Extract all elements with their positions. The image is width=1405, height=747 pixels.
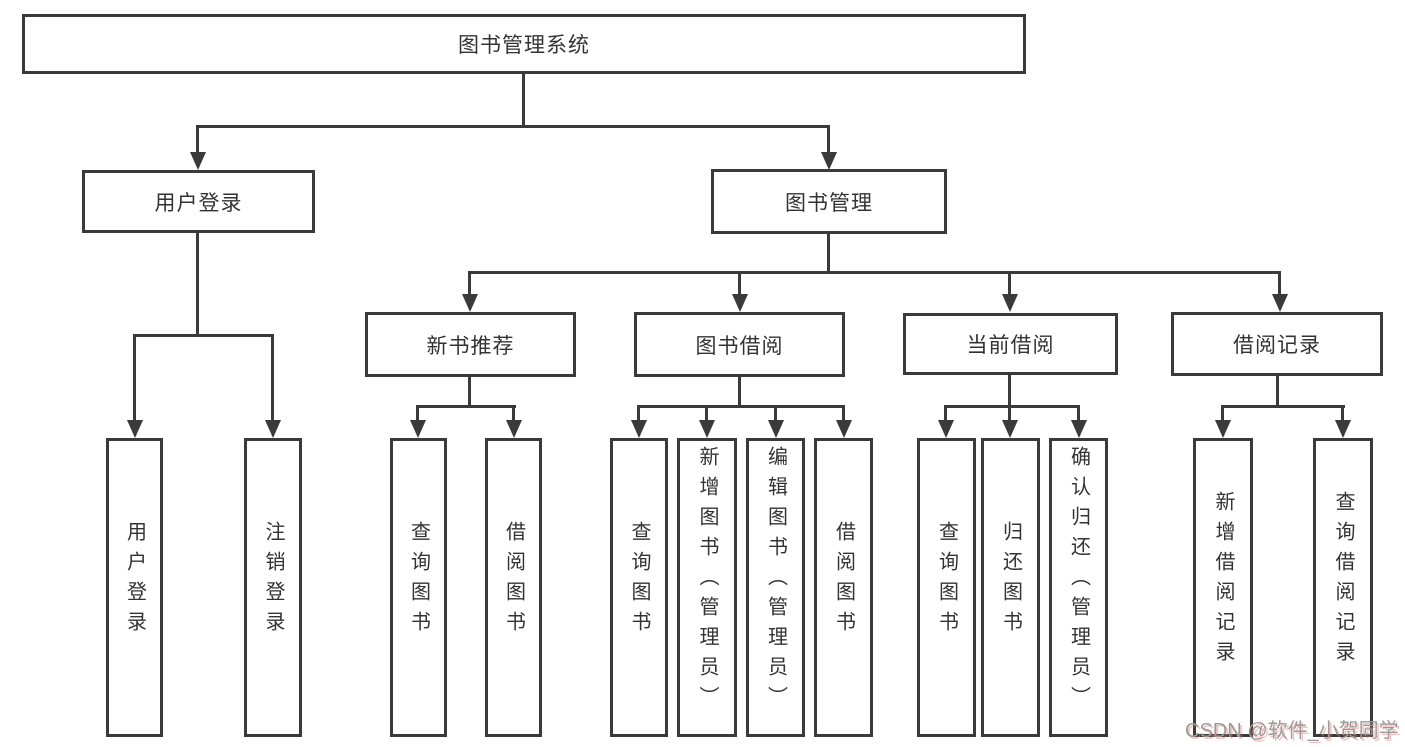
connector-user-login-stem [196,233,199,337]
arrow-down-borrow-record [1272,294,1288,312]
leaf-query-book-1: 查询图书 [390,438,447,737]
connector-user-login-rail [133,334,274,337]
connector-stem-borrow-book-1 [512,405,515,422]
connector-root-stem [522,74,525,127]
connector-new-book-stem [468,377,471,408]
connector-stem-user-login [196,125,199,155]
leaf-logout: 注销登录 [244,438,302,737]
node-user-login-label: 用户登录 [154,191,243,215]
leaf-add-borrow-record: 新增借阅记录 [1193,438,1253,737]
connector-stem-new-book [468,271,471,296]
leaf-return-book: 归还图书 [981,438,1040,737]
leaf-query-book-3: 查询图书 [917,438,976,737]
node-book-borrowing: 图书借阅 [634,312,845,377]
leaf-borrow-book-1-label: 借阅图书 [502,520,525,641]
arrow-down-query-book-2 [631,420,647,438]
arrow-down-confirm-return [1071,420,1087,438]
connector-borrow-record-rail [1221,405,1345,408]
arrow-down-query-borrow-record [1335,420,1351,438]
connector-stem-add-book [705,405,708,422]
leaf-query-book-1-label: 查询图书 [407,520,430,641]
node-user-login: 用户登录 [82,170,315,233]
arrow-down-query-book-3 [938,420,954,438]
connector-current-borrow-stem [1008,375,1011,408]
arrow-down-book-management [821,152,837,170]
node-borrowing-records-label: 借阅记录 [1233,334,1321,357]
connector-stem-query-borrow-record [1341,405,1344,422]
connector-stem-leaf-logout [271,334,274,422]
connector-stem-edit-book [774,405,777,422]
node-book-management-label: 图书管理 [785,191,873,215]
connector-book-management-stem [827,234,830,274]
arrow-down-return-book [1002,420,1018,438]
node-library-system: 图书管理系统 [22,14,1026,74]
connector-stem-query-book-3 [944,405,947,422]
leaf-confirm-return-admin-label: 确认归还（管理员） [1067,445,1090,716]
connector-book-borrow-stem [738,377,741,408]
leaf-confirm-return-admin: 确认归还（管理员） [1049,438,1108,737]
leaf-edit-book-admin-label: 编辑图书（管理员） [764,445,787,716]
connector-stem-query-book-2 [637,405,640,422]
arrow-down-leaf-logout [265,420,281,438]
arrow-down-query-book-1 [410,420,426,438]
node-current-borrowing-label: 当前借阅 [966,334,1055,357]
leaf-query-book-2: 查询图书 [610,438,668,737]
connector-book-borrow-rail [637,405,845,408]
connector-new-book-rail [416,405,516,408]
node-book-borrowing-label: 图书借阅 [695,334,784,358]
leaf-add-book-admin: 新增图书（管理员） [677,438,737,737]
connector-stem-book-management [827,125,830,155]
leaf-query-book-2-label: 查询图书 [628,520,650,641]
leaf-query-book-3-label: 查询图书 [935,520,958,641]
arrow-down-edit-book [768,420,784,438]
leaf-user-login-label: 用户登录 [123,520,146,641]
node-new-book-recommendation-label: 新书推荐 [426,334,515,358]
arrow-down-new-book [462,294,478,312]
connector-stem-query-book-1 [416,405,419,422]
leaf-add-book-admin-label: 新增图书（管理员） [696,445,718,716]
leaf-borrow-book-1: 借阅图书 [485,438,542,737]
leaf-borrow-book-2: 借阅图书 [814,438,873,737]
connector-stem-current-borrow [1008,271,1011,296]
arrow-down-borrow-book-1 [506,420,522,438]
arrow-down-add-book [699,420,715,438]
arrow-down-add-borrow-record [1215,420,1231,438]
connector-stem-return-book [1008,405,1011,422]
connector-stem-leaf-user-login [133,334,136,422]
connector-stem-borrow-book-2 [842,405,845,422]
connector-current-borrow-rail [944,405,1080,408]
node-borrowing-records: 借阅记录 [1171,312,1383,376]
leaf-edit-book-admin: 编辑图书（管理员） [746,438,805,737]
node-library-system-label: 图书管理系统 [458,34,590,57]
connector-level3-rail [468,271,1281,274]
node-new-book-recommendation: 新书推荐 [365,312,576,377]
leaf-query-borrow-record-label: 查询借阅记录 [1332,490,1354,671]
arrow-down-book-borrow [732,294,748,312]
connector-level2-rail [196,125,830,128]
leaf-add-borrow-record-label: 新增借阅记录 [1212,490,1234,671]
leaf-borrow-book-2-label: 借阅图书 [832,520,855,641]
arrow-down-leaf-user-login [127,420,143,438]
node-current-borrowing: 当前借阅 [903,313,1118,375]
arrow-down-user-login [190,152,206,170]
arrow-down-borrow-book-2 [836,420,852,438]
connector-stem-borrow-record [1278,271,1281,296]
leaf-user-login: 用户登录 [106,438,163,737]
connector-stem-confirm-return [1077,405,1080,422]
leaf-query-borrow-record: 查询借阅记录 [1313,438,1373,737]
connector-stem-add-borrow-record [1221,405,1224,422]
csdn-watermark: CSDN @软件_小贺同学 [1185,720,1399,742]
leaf-logout-label: 注销登录 [262,520,284,641]
connector-borrow-record-stem [1276,376,1279,408]
connector-stem-book-borrow [738,271,741,296]
node-book-management: 图书管理 [711,169,947,234]
arrow-down-current-borrow [1002,294,1018,312]
leaf-return-book-label: 归还图书 [999,520,1022,641]
